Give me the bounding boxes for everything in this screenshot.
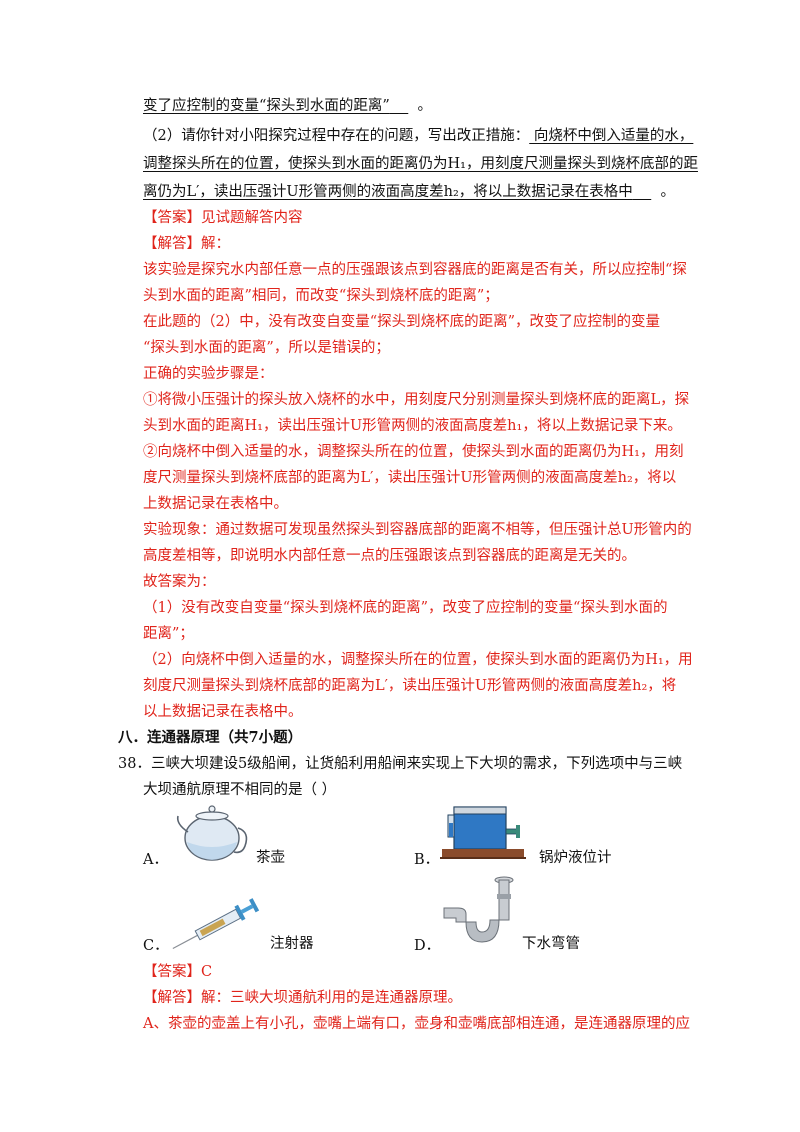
option-d-name: 下水弯管 [522,936,580,952]
solution-label-2: 【解答】解：三峡大坝通航利用的是连通器原理。 [143,990,462,1006]
answer-line-2: 【答案】C [143,964,213,980]
text-line-3: 调整探头所在的位置，使探头到水面的距离仍为H₁，用刻度尺测量探头到烧杯底部的距 [143,156,698,172]
solution-line: 以上数据记录在表格中。 [143,704,303,720]
solution-label: 【解答】解： [143,236,230,252]
option-c-name: 注射器 [270,936,314,952]
solution-line: 实验现象：通过数据可发现虽然探头到容器底部的距离不相等，但压强计总U形管内的 [143,522,692,538]
solution-line: 故答案为： [143,574,216,590]
boiler-gauge-icon [440,806,526,859]
option-d-letter[interactable]: D． [414,938,441,954]
section-heading: 八．连通器原理（共7小题） [118,729,303,746]
drain-trap-icon [443,876,514,943]
solution-line: 在此题的（2）中，没有改变自变量“探头到烧杯底的距离”，改变了应控制的变量 [143,314,661,330]
solution-line: 正确的实验步骤是： [143,366,274,382]
solution-line: 头到水面的距离”相同，而改变“探头到烧杯底的距离”； [143,288,499,304]
option-b-letter[interactable]: B． [414,852,440,868]
solution-line: ②向烧杯中倒入适量的水，调整探头所在的位置，使探头到水面的距离仍为H₁，用刻 [143,444,684,460]
solution-line: 高度差相等，即说明水内部任意一点的压强跟该点到容器底的距离是无关的。 [143,548,636,564]
text-line-2: （2）请你针对小阳探究过程中存在的问题，写出改正措施： 向烧杯中倒入适量的水， [143,128,694,144]
option-b-name: 锅炉液位计 [539,850,612,866]
teapot-icon [176,805,248,861]
option-a-name: 茶壶 [256,850,285,866]
text-line-4: 离仍为L′，读出压强计U形管两侧的液面高度差h₂，将以上数据记录在表格中 。 [143,184,675,200]
question-line: 38．三峡大坝建设5级船闸，让货船利用船闸来实现上下大坝的需求，下列选项中与三峡 [118,756,683,772]
solution-line: A、茶壶的壶盖上有小孔，壶嘴上端有口，壶身和壶嘴底部相连通，是连通器原理的应 [143,1016,690,1032]
solution-line: ①将微小压强计的探头放入烧杯的水中，用刻度尺分别测量探头到烧杯底的距离L，探 [143,392,690,408]
answer-line: 【答案】见试题解答内容 [143,210,303,226]
text-line-1: 变了应控制的变量“探头到水面的距离” 。 [143,98,432,114]
solution-line: 距离”； [143,626,194,642]
option-a-letter[interactable]: A． [143,852,168,868]
solution-line: “探头到水面的距离”，所以是错误的； [143,340,390,356]
solution-line: （1）没有改变自变量“探头到烧杯底的距离”，改变了应控制的变量“探头到水面的 [143,600,668,616]
option-c-letter[interactable]: C． [143,938,169,954]
solution-line: 上数据记录在表格中。 [143,496,288,512]
question-line: 大坝通航原理不相同的是（ ） [143,782,337,798]
solution-line: 该实验是探究水内部任意一点的压强跟该点到容器底的距离是否有关，所以应控制“探 [143,262,687,278]
solution-line: 刻度尺测量探头到烧杯底部的距离为L′，读出压强计U形管两侧的液面高度差h₂，将 [143,678,677,694]
solution-line: 度尺测量探头到烧杯底部的距离为L′，读出压强计U形管两侧的液面高度差h₂，将以 [143,470,677,486]
syringe-icon [172,898,260,950]
solution-line: （2）向烧杯中倒入适量的水，调整探头所在的位置，使探头到水面的距离仍为H₁，用 [143,652,693,668]
solution-line: 头到水面的距离H₁，读出压强计U形管两侧的液面高度差h₁，将以上数据记录下来。 [143,418,682,434]
